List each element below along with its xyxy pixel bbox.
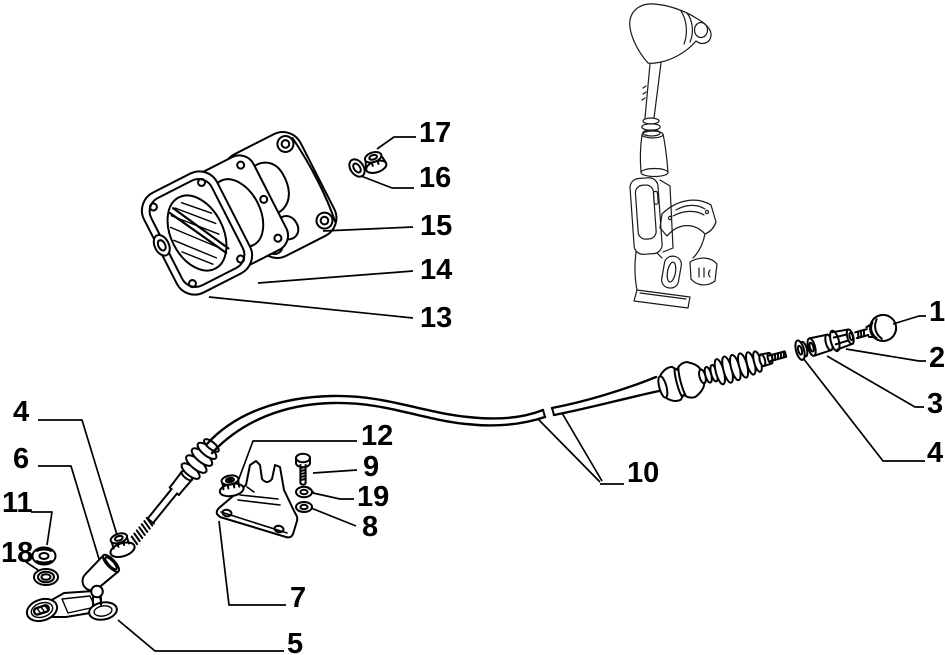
- leader-8: [310, 507, 357, 527]
- callout-5: 5: [287, 628, 303, 655]
- leader-19: [312, 492, 354, 500]
- leader-7: [218, 520, 286, 606]
- callout-4-left: 4: [13, 396, 29, 428]
- lever-knob: [629, 3, 712, 65]
- callout-8: 8: [362, 511, 378, 543]
- callout-4-right: 4: [927, 437, 943, 469]
- part-6-cap: [81, 553, 121, 592]
- callout-3: 3: [927, 388, 943, 420]
- part-8-washer: [295, 501, 313, 513]
- part-17-nut: [363, 151, 388, 174]
- callout-13: 13: [420, 302, 452, 334]
- callout-1: 1: [929, 296, 945, 328]
- leader-9: [312, 469, 358, 474]
- leader-11: [31, 511, 53, 546]
- part-13-cover: [140, 170, 254, 296]
- callout-18: 18: [1, 537, 33, 569]
- leader-lines: [25, 136, 926, 652]
- callout-16: 16: [419, 162, 451, 194]
- part-16-washer: [348, 158, 366, 178]
- part-2-nut: [829, 328, 855, 353]
- leader-4-right: [802, 357, 925, 462]
- leader-5: [117, 619, 284, 652]
- callout-15: 15: [420, 210, 452, 242]
- leader-10: [537, 412, 624, 485]
- callout-7: 7: [290, 582, 306, 614]
- part-18-washer: [33, 568, 59, 586]
- part-12-nut: [218, 474, 245, 498]
- cable-right-end: [657, 313, 898, 402]
- leader-3: [826, 355, 924, 408]
- callout-17: 17: [419, 117, 451, 149]
- leader-1: [892, 315, 926, 325]
- leader-13: [208, 296, 414, 319]
- leader-14: [257, 270, 414, 284]
- leader-16: [360, 175, 414, 189]
- callout-12: 12: [361, 420, 393, 452]
- leader-15: [322, 226, 414, 232]
- part-1-ball-joint: [854, 313, 898, 342]
- part-4-washer-right: [794, 339, 809, 361]
- callout-11: 11: [2, 487, 33, 519]
- callout-19: 19: [357, 481, 389, 513]
- leader-6: [38, 465, 100, 560]
- callout-2: 2: [929, 342, 945, 374]
- part-10-cable: [130, 313, 898, 546]
- leader-12: [236, 440, 357, 485]
- callout-9: 9: [363, 451, 379, 483]
- leader-4-left: [38, 419, 118, 536]
- gear-lever-assembly: [629, 3, 718, 309]
- part-9-bolt: [295, 452, 311, 486]
- callout-labels: 17 16 15 14 13 1 2 3 4 10 12 9 19 8 4 6 …: [1, 117, 945, 655]
- part-11-nut: [31, 546, 57, 566]
- leader-17: [376, 136, 416, 150]
- part-7-bracket: [215, 460, 299, 539]
- leader-18: [25, 561, 39, 571]
- leader-2: [845, 348, 926, 362]
- part-19-spring-washer: [295, 485, 315, 499]
- callout-10: 10: [627, 457, 659, 489]
- callout-14: 14: [420, 254, 452, 286]
- callout-6: 6: [13, 443, 29, 475]
- part-4-nut-left: [109, 532, 136, 559]
- part-5-lever: [25, 584, 118, 623]
